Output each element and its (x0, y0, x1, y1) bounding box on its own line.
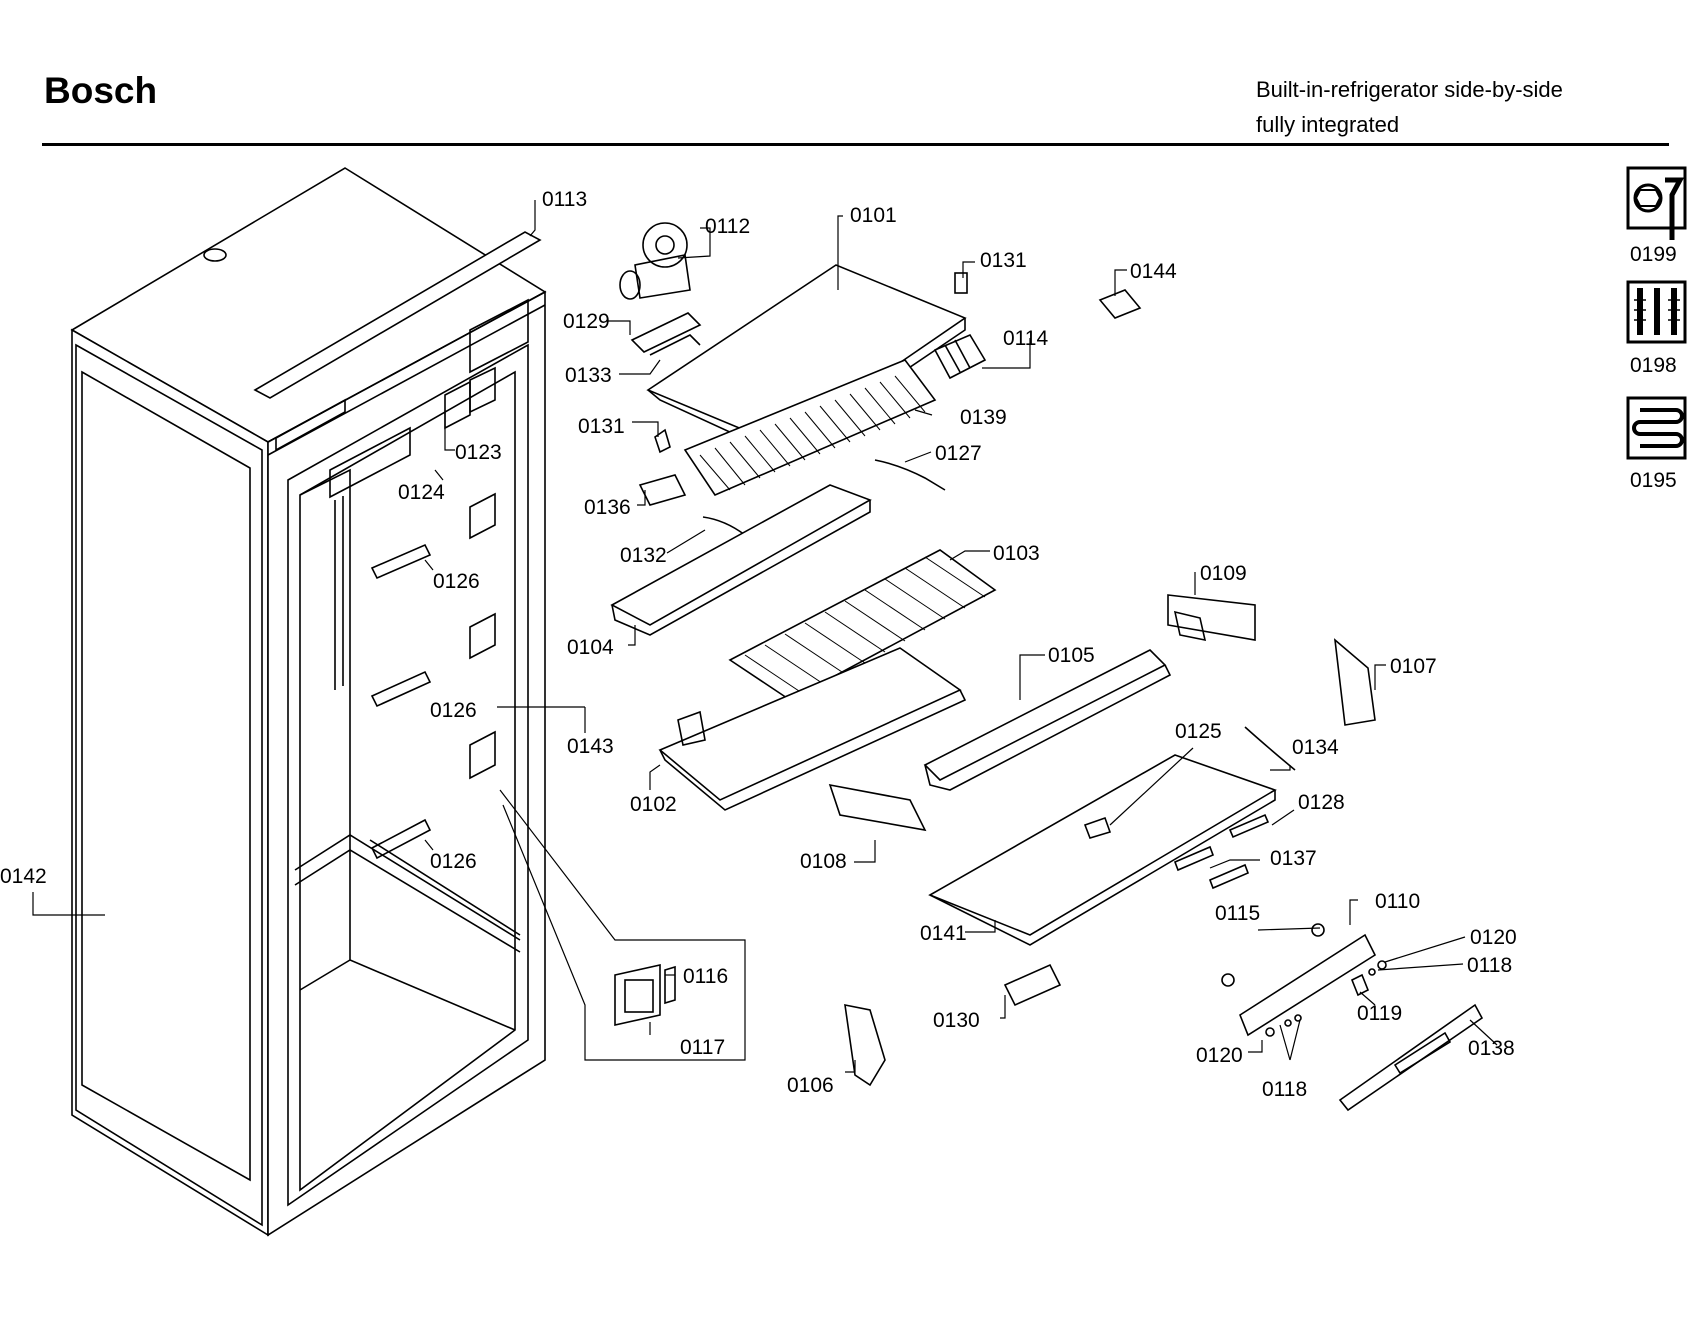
part-label: 0116 (683, 965, 728, 988)
part-label: 0112 (705, 215, 750, 238)
product-description-line2: fully integrated (1256, 112, 1400, 137)
part-label: 0133 (565, 364, 612, 387)
part-label: 0131 (980, 249, 1027, 272)
part-label: 0127 (935, 442, 982, 465)
part-label: 0103 (993, 542, 1040, 565)
part-label: 0107 (1390, 655, 1437, 678)
part-label: 0125 (1175, 720, 1222, 743)
part-label: 0115 (1215, 902, 1260, 925)
part-label: 0129 (563, 310, 610, 333)
part-label: 0137 (1270, 847, 1317, 870)
part-label: 0117 (680, 1036, 725, 1059)
icon-code-label: 0198 (1630, 354, 1677, 377)
part-label: 0139 (960, 406, 1007, 429)
part-label: 0114 (1003, 327, 1048, 350)
part-label: 0119 (1357, 1002, 1402, 1025)
part-label: 0102 (630, 793, 677, 816)
parts-group (610, 222, 1484, 1112)
screws-icon (1626, 280, 1687, 344)
product-description-line1: Built-in-refrigerator side-by-side (1256, 77, 1563, 102)
brand-title: Bosch (44, 70, 158, 111)
part-label: 0131 (578, 415, 625, 438)
part-label: 0110 (1375, 890, 1420, 913)
part-label: 0113 (542, 188, 587, 211)
part-label: 0123 (455, 441, 502, 464)
part-label: 0106 (787, 1074, 834, 1097)
part-label: 0109 (1200, 562, 1247, 585)
part-label: 0143 (567, 735, 614, 758)
refrigerator-cabinet (70, 167, 547, 1237)
part-label: 0126 (430, 850, 477, 873)
header-rule (42, 143, 1669, 146)
part-label: 0136 (584, 496, 631, 519)
part-label: 0118 (1262, 1078, 1307, 1101)
part-labels: 0113 0112 0101 0131 0144 0129 0114 0133 … (0, 188, 1517, 1101)
side-icon-panel: 0199 0198 0195 (1626, 166, 1687, 492)
part-label: 0104 (567, 636, 614, 659)
coil-icon (1626, 396, 1687, 460)
part-label: 0126 (433, 570, 480, 593)
part-label: 0120 (1470, 926, 1517, 949)
fan-part (619, 222, 691, 300)
part-label: 0132 (620, 544, 667, 567)
wrench-nut-icon (1626, 166, 1687, 240)
icon-code-label: 0199 (1630, 243, 1677, 266)
part-label: 0120 (1196, 1044, 1243, 1067)
part-label: 0124 (398, 481, 445, 504)
product-description: Built-in-refrigerator side-by-side fully… (1256, 72, 1563, 142)
part-label: 0108 (800, 850, 847, 873)
part-label: 0101 (850, 204, 897, 227)
part-label: 0141 (920, 922, 967, 945)
part-label: 0142 (0, 865, 47, 888)
part-label: 0126 (430, 699, 477, 722)
leader-lines (32, 200, 1498, 1073)
part-label: 0130 (933, 1009, 980, 1032)
part-label: 0118 (1467, 954, 1512, 977)
part-label: 0128 (1298, 791, 1345, 814)
part-label: 0105 (1048, 644, 1095, 667)
icon-code-label: 0195 (1630, 469, 1677, 492)
part-label: 0138 (1468, 1037, 1515, 1060)
diagram-header: Bosch Built-in-refrigerator side-by-side… (0, 0, 1695, 150)
part-label: 0144 (1130, 260, 1177, 283)
part-label: 0134 (1292, 736, 1339, 759)
